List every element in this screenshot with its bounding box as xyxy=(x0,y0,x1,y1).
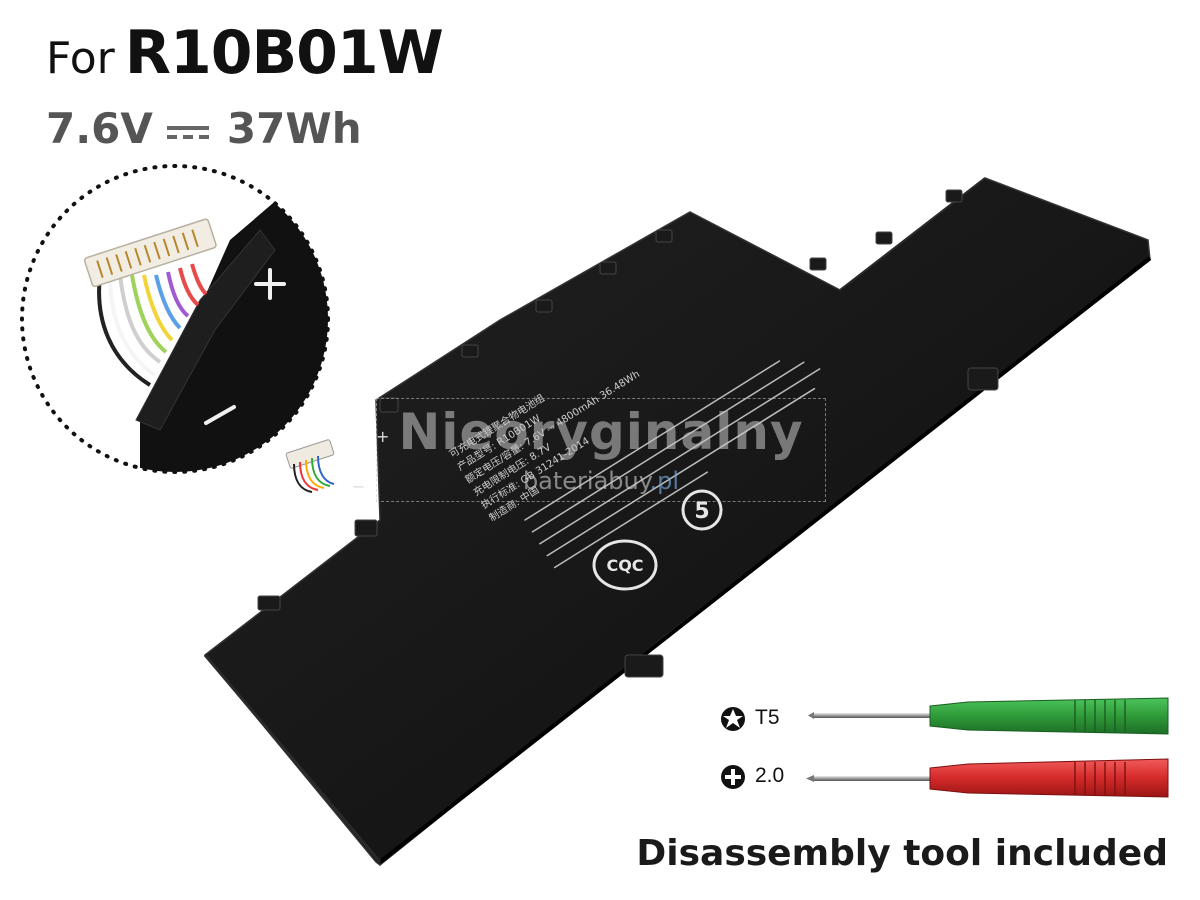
recycle-5-icon: 5 xyxy=(681,489,723,531)
svg-text:CQC: CQC xyxy=(606,556,643,575)
torx-screwdriver xyxy=(808,697,1169,735)
battery-connector xyxy=(285,439,335,493)
svg-text:5: 5 xyxy=(694,499,709,524)
watermark-tld: .pl xyxy=(649,467,680,495)
battery-pack: 可充电式锂聚合物电池组 产品型号: R10B01W 额定电压/容量: 7.6V … xyxy=(203,177,1152,866)
tool-label-2-0: 2.0 xyxy=(755,764,785,787)
battery-minus-mark: − xyxy=(352,477,365,496)
battery-plus-mark: + xyxy=(376,427,389,446)
phillips-icon xyxy=(721,765,745,789)
voltage-value: 7.6V xyxy=(46,104,153,153)
spec-line: 7.6V 37Wh xyxy=(46,104,362,153)
footer-note: Disassembly tool included xyxy=(636,833,1168,874)
watermark-sub: bateriabuy.pl xyxy=(377,467,825,495)
watermark: Nieoryginalny bateriabuy.pl xyxy=(376,398,826,502)
model-number: R10B01W xyxy=(124,18,444,88)
cqc-mark-icon: CQC xyxy=(592,539,658,591)
watermark-domain: bateriabuy xyxy=(522,467,650,495)
minus-terminal-icon xyxy=(204,405,236,425)
connector-zoom-detail xyxy=(20,164,330,474)
capacity-value: 37Wh xyxy=(226,104,362,153)
title-prefix: For xyxy=(46,33,115,84)
phillips-screwdriver xyxy=(806,758,1169,798)
plus-terminal-icon xyxy=(254,268,286,300)
dc-symbol-icon xyxy=(166,121,209,143)
watermark-main: Nieoryginalny xyxy=(398,403,804,461)
tool-label-t5: T5 xyxy=(755,706,780,729)
torx-icon xyxy=(721,707,745,731)
